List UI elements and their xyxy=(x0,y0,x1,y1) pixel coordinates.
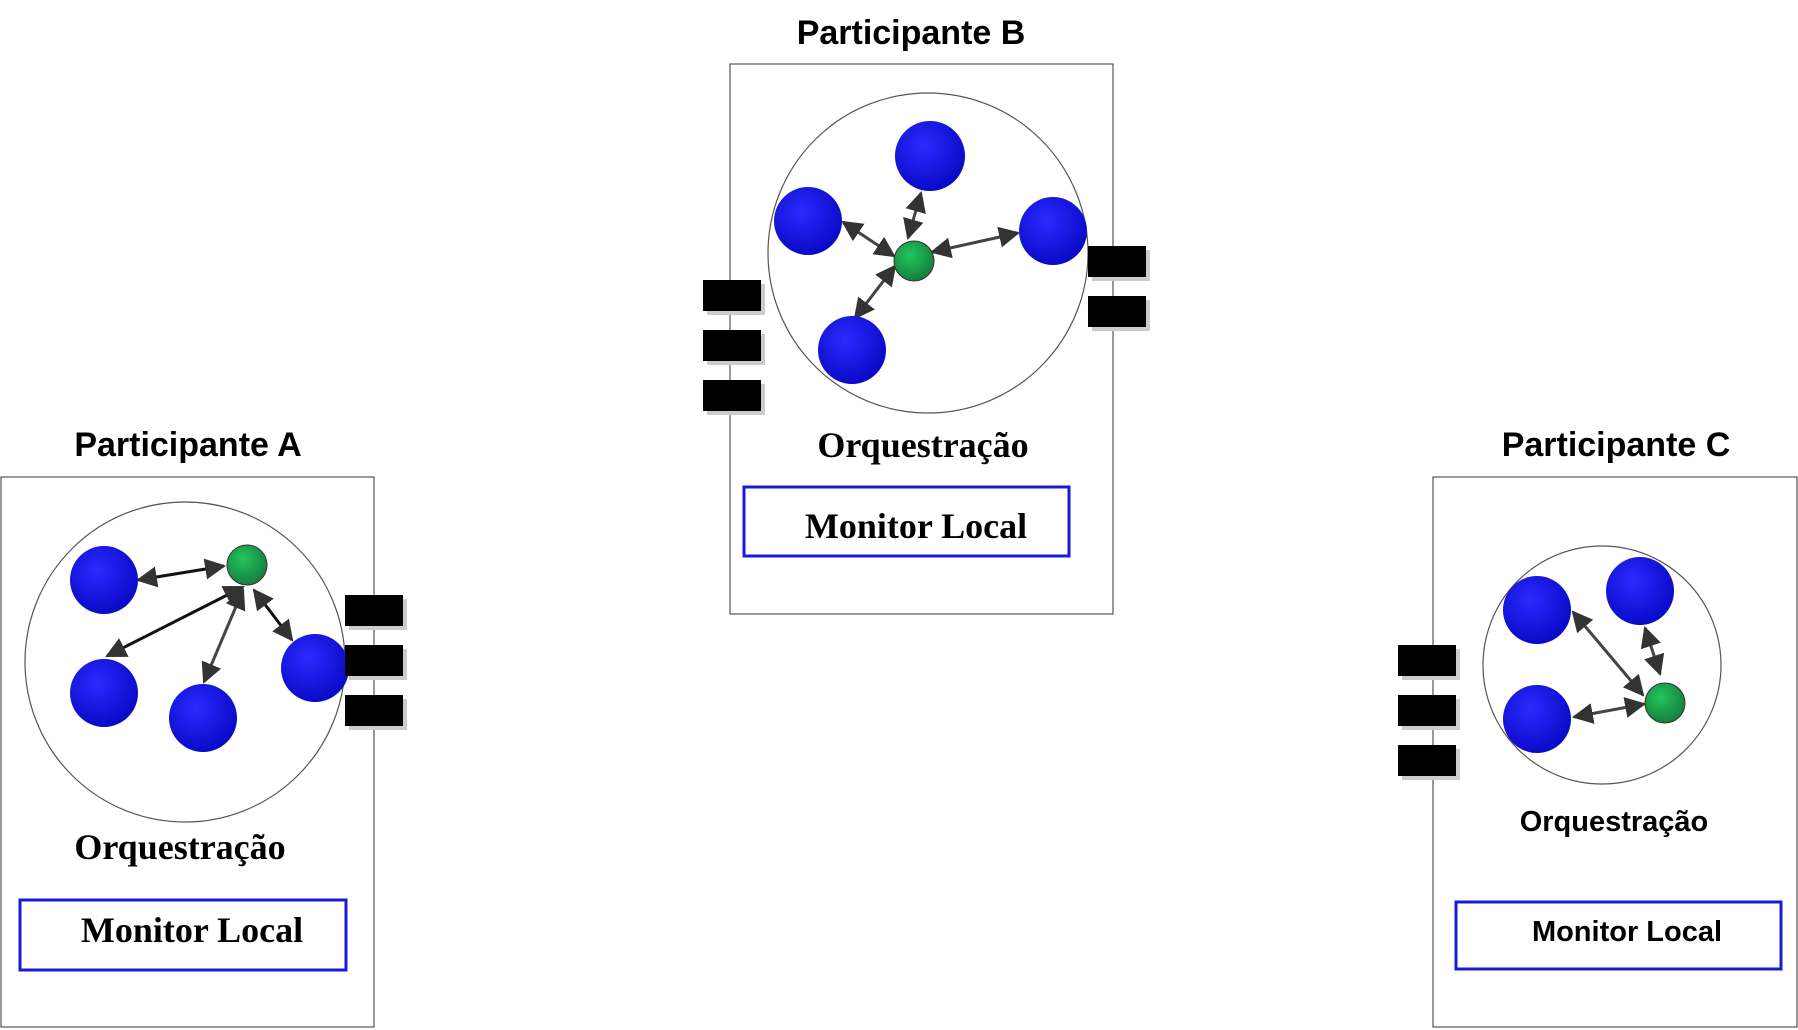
port xyxy=(703,330,761,361)
monitor-local-box xyxy=(742,485,1071,558)
monitor-local-box xyxy=(18,898,348,972)
arrows xyxy=(1571,610,1665,724)
participant-c: Participante C Orquestração Monitor Loca… xyxy=(1398,426,1798,1028)
monitor-local-box xyxy=(1454,900,1783,971)
port xyxy=(345,645,403,676)
service-node xyxy=(1503,576,1571,644)
participant-a: Participante A Orquestração Monitor Loca… xyxy=(0,426,407,1028)
ports xyxy=(703,246,1150,415)
orchestration-label: Orquestração xyxy=(1520,806,1709,838)
ports xyxy=(345,595,407,730)
orchestrator-node xyxy=(893,240,935,282)
service-node xyxy=(1019,197,1087,265)
participant-b: Participante B Orquestração Monitor Loca… xyxy=(703,14,1150,615)
port xyxy=(1398,745,1456,776)
orchestration-label: Orquestração xyxy=(817,425,1028,465)
orchestrator-node xyxy=(1644,682,1686,724)
monitor-local-label: Monitor Local xyxy=(81,910,303,950)
participant-a-title: Participante A xyxy=(74,426,301,464)
service-node xyxy=(1606,557,1674,625)
port xyxy=(703,280,761,311)
arrows xyxy=(841,190,1021,320)
orchestrator-node xyxy=(226,544,268,586)
port xyxy=(703,380,761,411)
service-node xyxy=(818,316,886,384)
service-node xyxy=(774,187,842,255)
participant-c-title: Participante C xyxy=(1502,426,1731,464)
service-node xyxy=(281,634,349,702)
service-node xyxy=(1503,685,1571,753)
port xyxy=(1398,645,1456,676)
port xyxy=(345,695,403,726)
ports xyxy=(1398,645,1460,780)
port xyxy=(345,595,403,626)
service-node xyxy=(70,659,138,727)
port xyxy=(1088,246,1146,277)
participant-b-title: Participante B xyxy=(797,14,1026,52)
orchestration-label: Orquestração xyxy=(74,827,285,867)
monitor-local-label: Monitor Local xyxy=(1532,916,1722,948)
monitor-local-label: Monitor Local xyxy=(805,506,1027,546)
service-node xyxy=(70,546,138,614)
port xyxy=(1398,695,1456,726)
port xyxy=(1088,296,1146,327)
service-node xyxy=(895,121,965,191)
arrows xyxy=(105,558,294,684)
service-node xyxy=(169,684,237,752)
